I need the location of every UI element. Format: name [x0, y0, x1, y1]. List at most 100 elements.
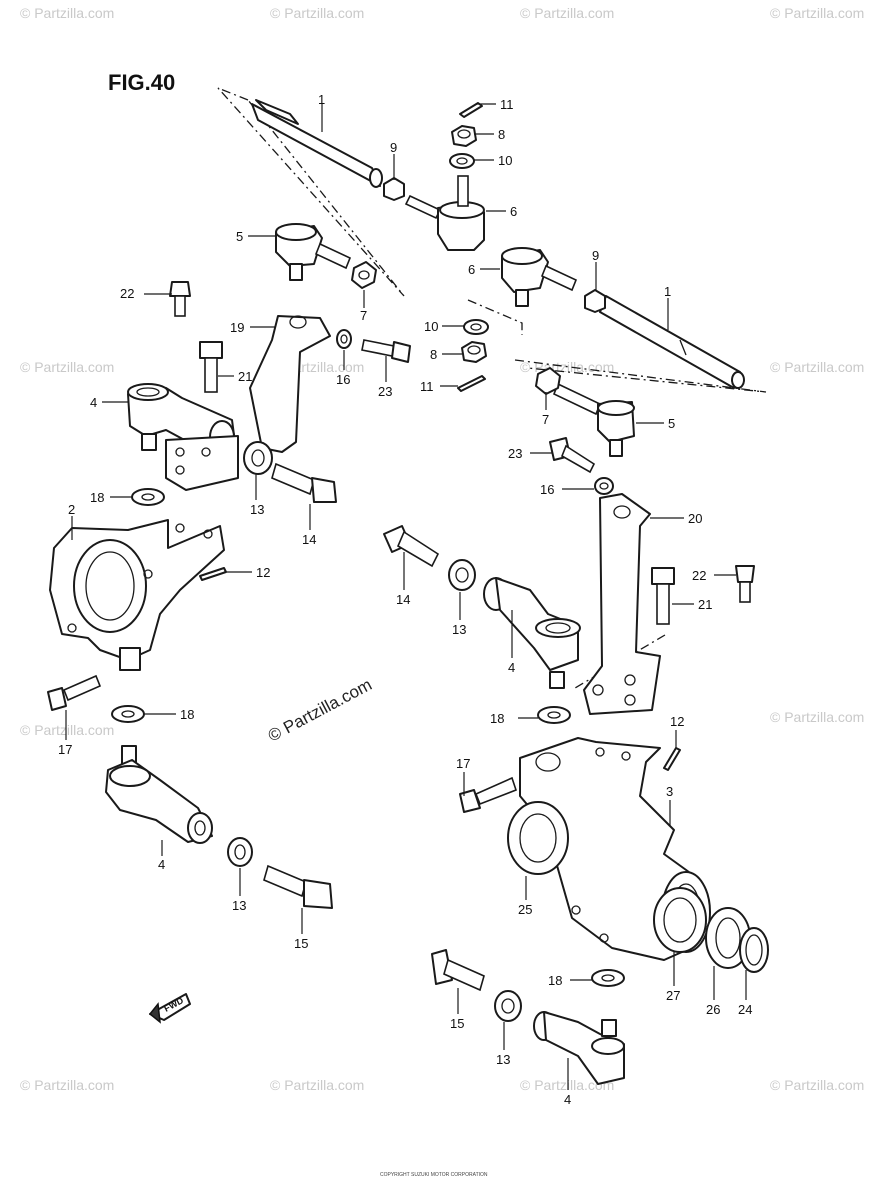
washer-18-left-upper: [131, 488, 165, 506]
callout-label: 13: [496, 1052, 510, 1067]
bearing-27: [653, 887, 707, 953]
tie-rod-end-upper: [404, 175, 485, 251]
tie-rod-end-middle: [501, 247, 578, 307]
washer-16-left: [336, 329, 352, 349]
callout-label: 4: [90, 395, 97, 410]
tie-rod-upper-left: [251, 99, 383, 188]
washer-13-left-upper: [243, 441, 273, 475]
washer-10-upper: [449, 153, 475, 169]
cotter-pin-middle: [457, 375, 486, 392]
lock-nut-9-right: [584, 289, 606, 313]
callout-label: 27: [666, 988, 680, 1003]
callout-label: 11: [500, 97, 514, 112]
watermark-text: © Partzilla.com: [770, 709, 864, 725]
callout-label: 7: [542, 412, 549, 427]
bolt-15-left: [263, 864, 333, 909]
figure-title: FIG.40: [108, 70, 175, 95]
bolt-14-right: [383, 525, 440, 568]
callout-label: 22: [120, 286, 134, 301]
callout-label: 10: [424, 319, 438, 334]
bolt-23-right: [549, 437, 596, 474]
bolt-22-right: [735, 565, 755, 603]
callout-label: 14: [396, 592, 410, 607]
bracket-plate-left: [165, 435, 239, 491]
callout-label: 23: [378, 384, 392, 399]
lock-nut-9-upper: [383, 177, 405, 201]
callout-label: 17: [456, 756, 470, 771]
callout-label: 5: [236, 229, 243, 244]
callout-label: 1: [318, 92, 325, 107]
watermark-text: © Partzilla.com: [20, 722, 114, 738]
callout-label: 10: [498, 153, 512, 168]
tie-rod-end-4-left-lower: [105, 745, 213, 844]
castle-nut-middle: [461, 341, 487, 363]
callout-leaders: [65, 103, 747, 1090]
watermark-text: © Partzilla.com: [770, 359, 864, 375]
watermark-text: © Partzilla.com: [520, 5, 614, 21]
callout-label: 20: [688, 511, 702, 526]
watermark-text: © Partzilla.com: [770, 1077, 864, 1093]
callout-label: 24: [738, 1002, 752, 1017]
callout-label: 12: [256, 565, 270, 580]
forward-direction-icon: FWD: [148, 993, 191, 1024]
callout-label: 5: [668, 416, 675, 431]
steering-knuckle-2: [49, 519, 225, 671]
callout-label: 4: [564, 1092, 571, 1107]
bolt-22-left: [169, 281, 191, 317]
bolt-17-left: [47, 674, 102, 711]
callout-label: 7: [360, 308, 367, 323]
bolt-21-left: [199, 341, 223, 393]
tie-rod-right: [599, 295, 745, 389]
callout-label: 25: [518, 902, 532, 917]
callout-label: 21: [698, 597, 712, 612]
watermark-text: © Partzilla.com: [20, 5, 114, 21]
callout-label: 9: [592, 248, 599, 263]
watermark-text: © Partzilla.com: [520, 1077, 614, 1093]
callout-label: 26: [706, 1002, 720, 1017]
callout-label: 18: [548, 973, 562, 988]
watermark-center: © Partzilla.com: [265, 675, 375, 746]
watermark-text: © Partzilla.com: [20, 1077, 114, 1093]
washer-13-right-upper: [448, 559, 476, 591]
callout-label: 1: [664, 284, 671, 299]
callout-label: 15: [450, 1016, 464, 1031]
callout-label: 22: [692, 568, 706, 583]
callout-label: 13: [452, 622, 466, 637]
pitman-arm-bracket-20: [583, 493, 661, 715]
bolt-14-left: [271, 462, 337, 503]
callout-label: 8: [498, 127, 505, 142]
cotter-pin-upper: [459, 102, 483, 118]
bolt-23-left: [361, 339, 411, 363]
washer-18-right-lower: [591, 969, 625, 987]
callout-label: 13: [232, 898, 246, 913]
callout-label: 4: [158, 857, 165, 872]
bolt-21-right: [651, 567, 675, 625]
washer-10-middle: [463, 319, 489, 335]
callout-label: 4: [508, 660, 515, 675]
callout-label: 17: [58, 742, 72, 757]
callout-label: 21: [238, 369, 252, 384]
cotter-pin-12-left: [199, 567, 227, 581]
callout-label: 15: [294, 936, 308, 951]
callout-label: 16: [540, 482, 554, 497]
callout-label: 18: [180, 707, 194, 722]
callout-label: 23: [508, 446, 522, 461]
bolt-15-right: [431, 949, 485, 992]
tie-rod-end-4-right-upper: [483, 577, 581, 689]
oil-seal-25: [507, 801, 569, 875]
callout-label: 6: [468, 262, 475, 277]
tie-rod-end-4-right-lower: [533, 1011, 625, 1085]
tie-rod-end-5-right: [552, 382, 635, 457]
washer-13-left-lower: [227, 837, 253, 867]
callout-labels: 1 11 8 10 9 6 5 6 9 1 22 7 19 10 8 16 23…: [58, 92, 752, 1107]
washer-18-right-upper: [537, 706, 571, 724]
callout-label: 3: [666, 784, 673, 799]
callout-label: 16: [336, 372, 350, 387]
callout-label: 2: [68, 502, 75, 517]
callout-label: 6: [510, 204, 517, 219]
washer-18-left-lower: [111, 705, 145, 723]
callout-label: 11: [420, 379, 434, 394]
callout-label: 19: [230, 320, 244, 335]
callout-label: 18: [490, 711, 504, 726]
watermark-text: © Partzilla.com: [270, 5, 364, 21]
